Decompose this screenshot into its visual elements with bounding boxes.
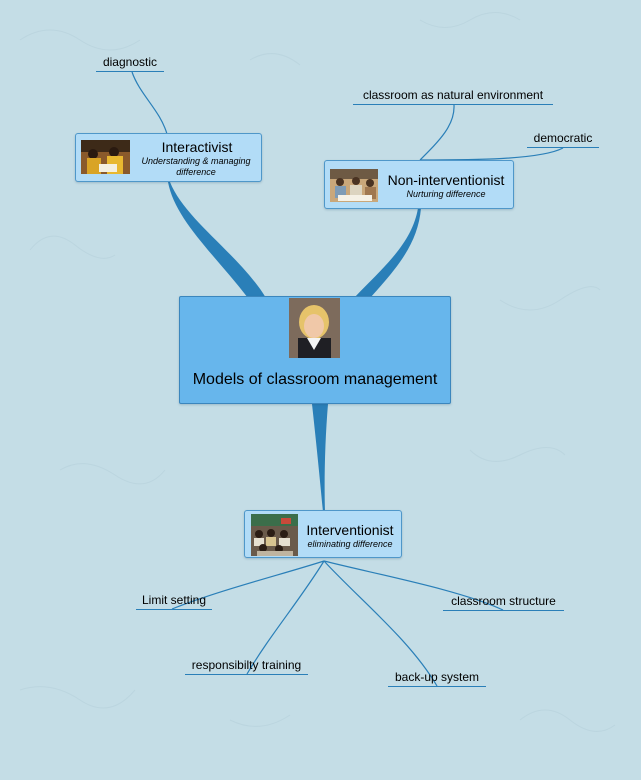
leaf-diagnostic[interactable]: diagnostic — [102, 55, 158, 69]
leaf-underline-limit-setting — [136, 609, 212, 610]
leaf-underline-backup-system — [388, 686, 486, 687]
branch-interventionist — [312, 404, 328, 512]
leaf-underline-responsibility-training — [185, 674, 308, 675]
leaf-democratic[interactable]: democratic — [533, 131, 593, 145]
leaf-underline-diagnostic — [96, 71, 164, 72]
central-topic[interactable]: Models of classroom management — [179, 296, 451, 404]
leaf-limit-setting[interactable]: Limit setting — [141, 593, 207, 607]
branch-interactivist — [168, 182, 266, 298]
topic-title-interventionist: Interventionist — [306, 522, 394, 538]
branch-non-interventionist — [354, 208, 421, 298]
classroom-photo-non-interventionist — [330, 169, 378, 202]
classroom-photo-interventionist — [251, 514, 298, 556]
link-natural-environment — [419, 104, 455, 161]
leaf-natural-environment[interactable]: classroom as natural environment — [362, 88, 544, 102]
link-democratic — [419, 147, 564, 161]
topic-non-interventionist[interactable]: Non-interventionist Nurturing difference — [324, 160, 514, 209]
central-topic-title: Models of classroom management — [192, 371, 438, 388]
topic-interactivist[interactable]: Interactivist Understanding & managing d… — [75, 133, 262, 182]
link-limit-setting — [171, 560, 325, 610]
leaf-underline-democratic — [527, 147, 599, 148]
link-backup-system — [323, 560, 438, 687]
leaf-responsibility-training[interactable]: responsibilty training — [191, 658, 302, 672]
topic-subtitle-non-interventionist: Nurturing difference — [406, 189, 486, 199]
leaf-underline-natural-environment — [353, 104, 553, 105]
link-diagnostic — [131, 71, 168, 135]
leaf-underline-classroom-structure — [443, 610, 564, 611]
link-classroom-structure — [323, 560, 504, 611]
topic-title-non-interventionist: Non-interventionist — [387, 172, 505, 188]
topic-interventionist[interactable]: Interventionist eliminating difference — [244, 510, 402, 558]
portrait-photo — [289, 298, 340, 358]
topic-title-interactivist: Interactivist — [161, 139, 233, 155]
topic-subtitle-interventionist: eliminating difference — [307, 539, 393, 549]
leaf-backup-system[interactable]: back-up system — [394, 670, 480, 684]
classroom-photo-interactivist — [81, 140, 130, 174]
topic-subtitle-interactivist: Understanding & managing difference — [141, 156, 251, 177]
link-responsibility-training — [246, 560, 325, 675]
leaf-classroom-structure[interactable]: classroom structure — [451, 594, 556, 608]
